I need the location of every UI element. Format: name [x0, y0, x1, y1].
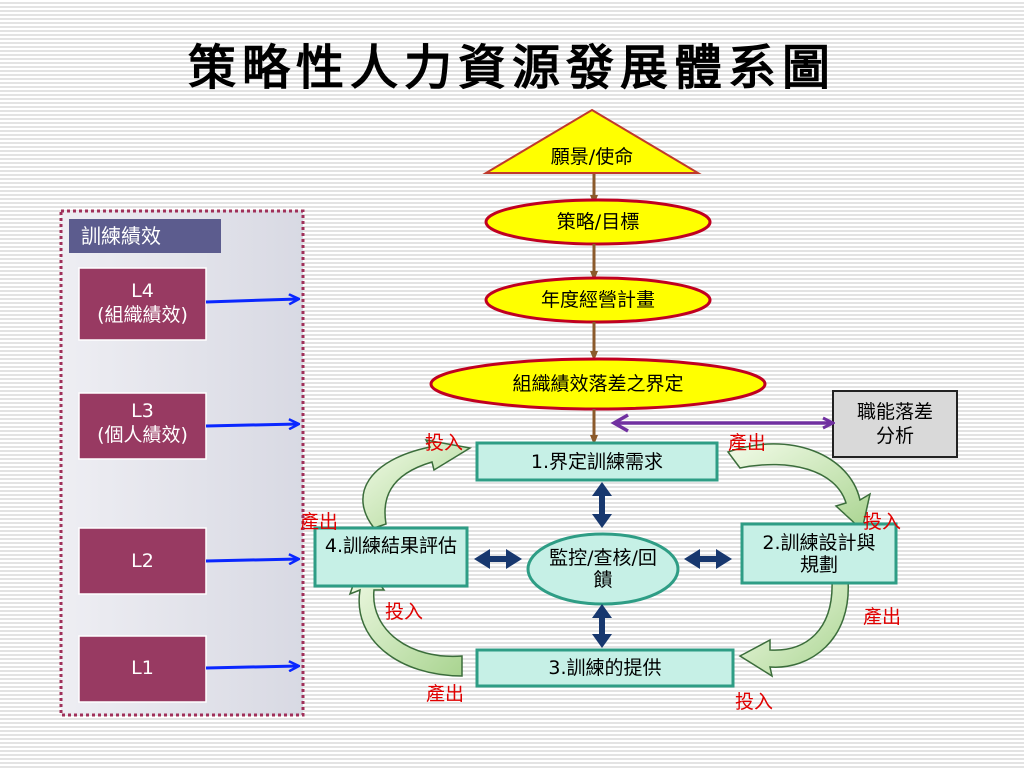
level-box-l2 — [78, 527, 207, 595]
output-label-step3: 產出 — [426, 683, 465, 705]
cycle-arrow-2-to-3 — [738, 579, 849, 678]
panel-title: 訓練績效 — [69, 219, 221, 253]
step1-box — [475, 441, 719, 482]
arrow-l3 — [205, 424, 298, 426]
step4-label: 4.訓練結果評估 — [324, 535, 458, 557]
level-label-l3: L3 — [131, 400, 154, 422]
gap-definition-ellipse — [429, 357, 767, 411]
output-label-step4: 產出 — [300, 511, 339, 533]
competency-gap-box — [832, 390, 958, 458]
double-arrow-right — [684, 549, 732, 569]
level-desc-l3: (個人績效) — [97, 424, 188, 446]
gap-definition-label: 組織績效落差之界定 — [512, 373, 684, 395]
arrow-l1 — [205, 666, 298, 668]
competency-gap-label: 職能落差分析 — [856, 401, 933, 447]
step2-box — [740, 522, 898, 585]
step2-label: 2.訓練設計與規劃 — [762, 532, 876, 576]
monitor-label: 監控/查核/回饋 — [549, 547, 657, 591]
level-label-l1: L1 — [131, 657, 154, 679]
input-label-step1: 投入 — [425, 432, 464, 454]
double-arrow-top — [592, 482, 612, 528]
level-box-l1 — [78, 635, 207, 703]
vision-triangle — [482, 108, 702, 174]
level-box-l4 — [78, 267, 207, 341]
vision-label: 願景/使命 — [550, 146, 634, 168]
arrow-l2 — [205, 559, 298, 561]
level-desc-l4: (組織績效) — [97, 304, 188, 326]
strategy-ellipse — [484, 198, 712, 246]
double-arrow-left — [474, 549, 522, 569]
level-label-l4: L4 — [131, 280, 154, 302]
monitor-ellipse — [526, 532, 680, 606]
input-label-step3: 投入 — [735, 691, 774, 713]
output-label-step1: 產出 — [728, 432, 767, 454]
strategy-label: 策略/目標 — [556, 211, 640, 233]
input-label-step2: 投入 — [863, 511, 902, 533]
step4-box — [313, 526, 469, 588]
step3-label: 3.訓練的提供 — [548, 657, 662, 679]
level-box-l3 — [78, 392, 207, 460]
cycle-arrow-4-to-1 — [362, 438, 473, 529]
step3-box — [475, 648, 735, 688]
level-label-l2: L2 — [131, 550, 154, 572]
input-label-step4: 投入 — [385, 601, 424, 623]
arrow-l4 — [205, 299, 298, 302]
competency-gap-arrowhead — [610, 413, 629, 433]
double-arrow-bottom — [592, 604, 612, 648]
annual-plan-ellipse — [484, 276, 712, 324]
cycle-arrow-1-to-2 — [726, 443, 872, 532]
annual-plan-label: 年度經營計畫 — [540, 289, 655, 311]
step1-label: 1.界定訓練需求 — [530, 451, 664, 473]
page-title: 策略性人力資源發展體系圖 — [187, 40, 836, 96]
output-label-step2: 產出 — [863, 606, 902, 628]
